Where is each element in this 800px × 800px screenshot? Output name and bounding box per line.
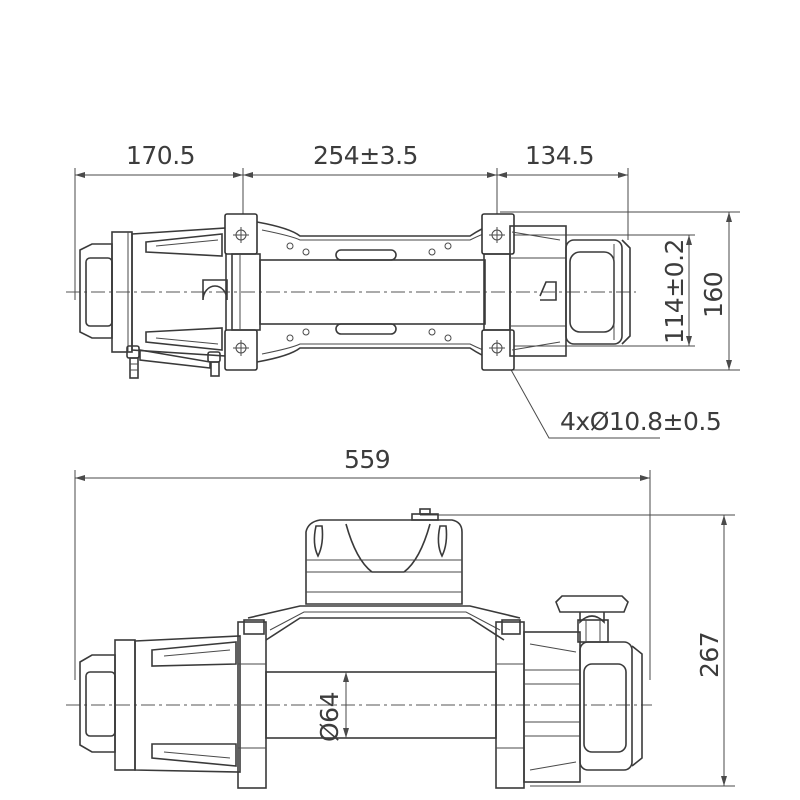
dim-overall-height: 267 [695,632,724,678]
front-right-bracket [495,619,525,789]
right-mount-bracket [481,213,515,371]
top-length-dimensions: 170.5 254±3.5 134.5 [74,141,629,300]
control-box [305,508,463,605]
front-left-bracket [237,619,267,789]
dim-mount-width: 114±0.2 [660,239,689,344]
dim-overall-width: 160 [699,272,728,318]
dim-right-length: 134.5 [525,141,594,170]
drum [259,259,486,325]
breather-cap-icon [411,508,439,521]
front-view: 559 267 [66,445,735,789]
motor-housing [126,227,228,379]
terminal-bolt-icon [126,345,140,379]
dim-drum-diameter: Ø64 [315,692,344,742]
dim-left-length: 170.5 [126,141,195,170]
control-box-saddle [247,605,521,641]
mount-hole-callout: 4xØ10.8±0.5 [499,349,722,439]
front-drum: Ø64 [265,671,497,742]
front-gearbox [523,631,643,783]
mount-hole-icon [233,340,249,356]
left-mount-bracket [224,213,261,371]
overall-height-dimension: 267 [420,514,735,787]
overall-length-dimension: 559 [74,445,651,680]
top-width-dimensions: 114±0.2 160 [500,211,740,371]
mount-hole-icon [489,227,505,243]
terminal-bolt-icon [207,351,221,377]
mount-hole-icon [489,340,505,356]
clutch-knob-icon [555,595,629,643]
dim-mount-spacing: 254±3.5 [313,141,418,170]
dim-overall-length: 559 [344,445,390,474]
top-view: 170.5 254±3.5 134.5 114±0.2 160 4xØ10.8±… [66,141,740,439]
gearbox-housing [509,225,631,357]
mount-hole-icon [233,227,249,243]
front-motor-housing [134,635,241,773]
dim-mount-holes: 4xØ10.8±0.5 [560,407,721,436]
